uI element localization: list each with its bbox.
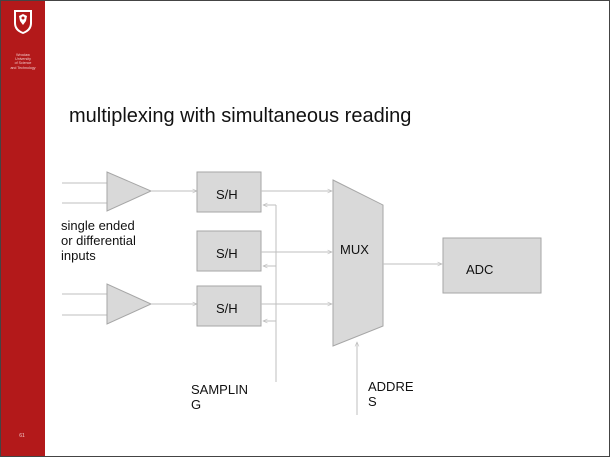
slide-title: multiplexing with simultaneous reading xyxy=(69,105,412,127)
page-number: 61 xyxy=(19,433,25,439)
sh-label-1: S/H xyxy=(216,187,238,202)
sh-block-3 xyxy=(196,285,262,327)
adc-label: ADC xyxy=(466,262,494,277)
input-label-line-3: inputs xyxy=(61,248,96,263)
input-lines xyxy=(62,182,108,316)
mux-label: MUX xyxy=(340,242,369,257)
sh-block-1 xyxy=(196,171,262,213)
sampling-label: SAMPLIN G xyxy=(191,382,248,412)
sampling-label-line-2: G xyxy=(191,397,202,412)
input-label: single ended or differential inputs xyxy=(61,218,136,263)
sh-block-2 xyxy=(196,230,262,272)
address-label: ADDRE S xyxy=(368,379,414,409)
sampling-label-line-1: SAMPLIN xyxy=(191,382,249,397)
amplifier-top xyxy=(106,171,153,212)
adc-block xyxy=(442,237,542,294)
address-label-line-1: ADDRE xyxy=(368,379,414,394)
mux-block xyxy=(332,179,384,347)
university-logo-icon xyxy=(14,10,32,34)
address-label-line-2: S xyxy=(368,394,377,409)
input-label-line-2: or differential xyxy=(61,233,136,248)
university-name: Wroclaw University of Science and Techno… xyxy=(10,53,36,70)
sh-label-3: S/H xyxy=(216,301,238,316)
amplifier-bottom xyxy=(106,283,153,325)
input-label-line-1: single ended xyxy=(61,218,135,233)
sh-label-2: S/H xyxy=(216,246,238,261)
sidebar: Wroclaw University of Science and Techno… xyxy=(1,1,45,456)
